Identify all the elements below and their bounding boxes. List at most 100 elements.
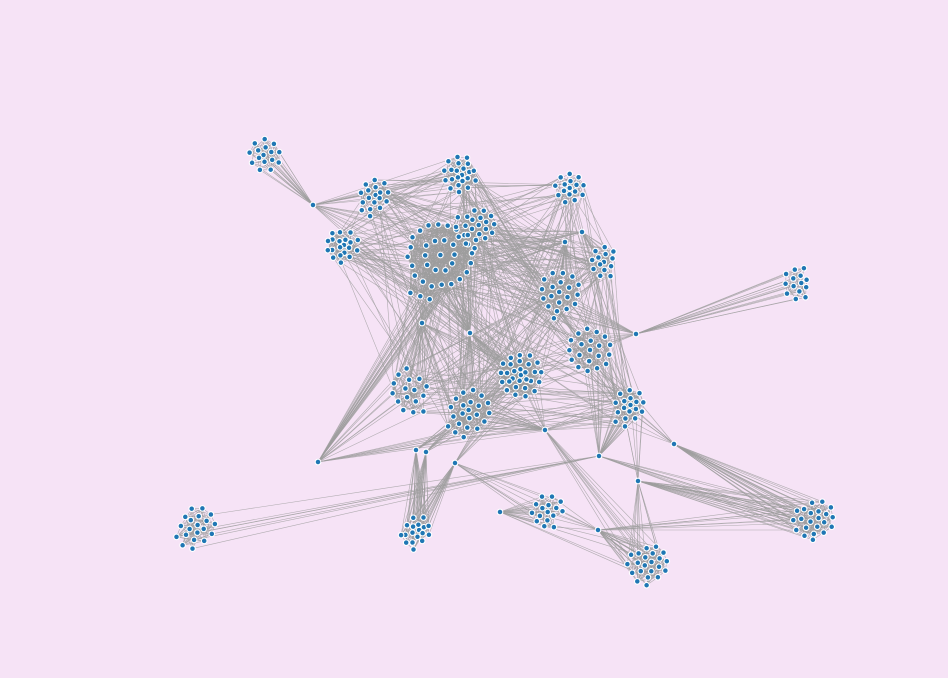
graph-edge — [543, 298, 607, 365]
graph-edge — [673, 443, 832, 508]
graph-edge — [428, 462, 456, 535]
graph-node — [550, 314, 558, 322]
graph-edge — [420, 230, 583, 233]
graph-node — [628, 569, 636, 577]
graph-node — [561, 198, 569, 206]
graph-edge — [597, 529, 632, 556]
graph-edge — [562, 241, 566, 274]
graph-edge — [456, 229, 471, 334]
graph-edge — [317, 418, 636, 463]
graph-node — [447, 403, 455, 411]
graph-edge — [637, 480, 646, 558]
graph-node — [545, 501, 552, 509]
graph-edge — [786, 269, 796, 294]
graph-edge — [598, 455, 819, 512]
graph-node — [207, 511, 215, 518]
graph-edge — [544, 389, 630, 431]
graph-node — [465, 406, 472, 414]
graph-node — [595, 342, 603, 349]
graph-hub-node — [561, 238, 569, 246]
graph-node — [200, 537, 208, 545]
graph-edge — [544, 429, 660, 559]
graph-node — [384, 189, 392, 196]
graph-edge — [400, 462, 456, 536]
graph-node — [459, 177, 466, 185]
graph-node — [557, 278, 565, 286]
graph-edge — [312, 204, 430, 300]
graph-node — [575, 281, 582, 289]
graph-edge — [392, 322, 423, 394]
graph-node — [571, 300, 579, 308]
graph-node — [403, 393, 411, 401]
graph-node — [208, 530, 216, 538]
graph-edge — [623, 407, 675, 445]
graph-node — [354, 236, 362, 244]
graph-node — [376, 194, 383, 202]
graph-node — [523, 376, 530, 383]
graph-edge — [673, 443, 794, 521]
graph-edge — [567, 259, 593, 298]
graph-edge — [637, 480, 657, 547]
graph-edge — [447, 332, 471, 427]
graph-edge — [499, 496, 543, 513]
graph-edge — [312, 204, 452, 285]
graph-edge — [646, 561, 668, 586]
graph-edge — [796, 526, 832, 531]
graph-node — [818, 498, 826, 506]
graph-node — [472, 177, 479, 184]
graph-node — [512, 391, 519, 399]
graph-edge — [405, 451, 427, 543]
graph-node — [475, 402, 483, 410]
graph-node — [537, 368, 545, 376]
graph-edge — [317, 400, 625, 463]
graph-edge — [574, 200, 619, 413]
graph-node — [482, 218, 490, 226]
graph-node — [590, 265, 597, 273]
graph-edge — [356, 250, 489, 404]
graph-hub-node — [634, 477, 642, 485]
graph-node — [566, 170, 574, 178]
graph-edge — [597, 529, 667, 562]
graph-edge — [583, 185, 606, 255]
graph-node — [480, 207, 488, 215]
graph-edge — [345, 239, 470, 419]
graph-node — [425, 531, 433, 539]
graph-edge — [637, 480, 823, 502]
graph-node — [454, 174, 462, 181]
graph-node — [578, 340, 585, 348]
graph-node — [390, 380, 398, 387]
graph-edge — [631, 480, 639, 573]
graph-node — [472, 236, 480, 244]
graph-node — [602, 250, 609, 258]
graph-node — [431, 237, 439, 245]
graph-node — [532, 500, 540, 508]
graph-edge — [499, 511, 641, 572]
graph-edge — [194, 455, 600, 541]
graph-node — [268, 156, 276, 164]
graph-node — [200, 525, 208, 533]
graph-edge — [598, 421, 616, 457]
graph-edge — [635, 298, 796, 335]
graph-edge — [582, 194, 619, 413]
graph-node — [522, 392, 529, 400]
graph-node — [467, 398, 474, 406]
graph-node — [412, 398, 420, 405]
graph-edge — [348, 247, 535, 392]
graph-node — [627, 551, 635, 559]
graph-node — [607, 262, 615, 270]
graph-edge — [379, 207, 415, 391]
graph-edge — [211, 455, 600, 535]
graph-node — [505, 378, 513, 385]
graph-edge — [534, 391, 546, 431]
graph-edge — [387, 192, 457, 228]
graph-edge — [596, 331, 600, 457]
graph-edge — [637, 552, 664, 564]
graph-node — [553, 307, 561, 315]
graph-node — [460, 433, 468, 441]
graph-node — [416, 375, 423, 383]
graph-edge — [407, 256, 471, 334]
graph-edge — [469, 263, 472, 334]
graph-node — [559, 507, 566, 515]
graph-edge — [604, 333, 637, 337]
